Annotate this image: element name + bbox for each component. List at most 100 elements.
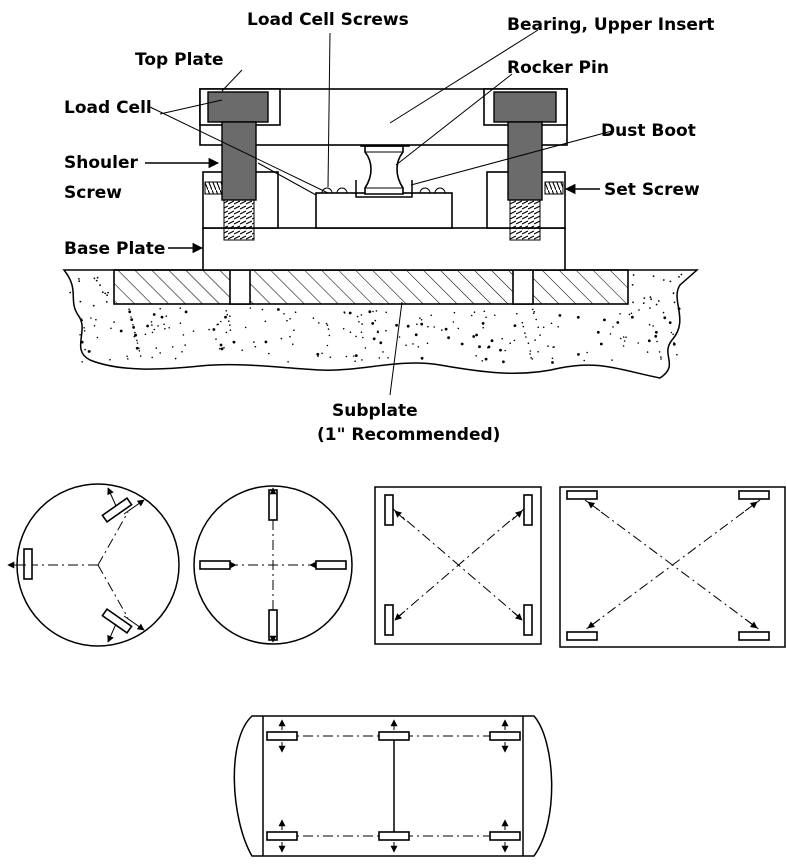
speckle-dot <box>372 310 374 313</box>
speckle-dot <box>325 322 328 325</box>
speckle-dot <box>648 323 651 326</box>
speckle-dot <box>283 313 285 315</box>
speckle-dot <box>430 314 433 317</box>
speckle-dot <box>481 360 484 362</box>
speckle-dot <box>490 339 494 343</box>
speckle-dot <box>420 319 423 321</box>
speckle-dot <box>632 274 635 276</box>
speckle-dot <box>184 310 188 314</box>
speckle-dot <box>90 317 92 319</box>
speckle-dot <box>668 321 672 324</box>
speckle-dot <box>184 344 186 346</box>
speckle-dot <box>286 319 288 322</box>
speckle-dot <box>405 344 407 347</box>
speckle-dot <box>453 311 456 314</box>
layout-circle-four-mounts <box>193 485 353 645</box>
speckle-dot <box>680 273 683 276</box>
speckle-dot <box>229 315 231 318</box>
speckle-dot <box>672 333 674 336</box>
speckle-dot <box>261 308 264 311</box>
shoulder-screw-left <box>207 91 269 241</box>
speckle-dot <box>165 315 168 317</box>
speckle-dot <box>146 324 150 328</box>
speckle-dot <box>525 336 527 338</box>
rocker-pin <box>364 145 404 195</box>
speckle-dot <box>631 315 634 319</box>
speckle-dot <box>144 333 147 336</box>
speckle-dot <box>92 304 95 307</box>
speckle-dot <box>534 339 536 341</box>
speckle-dot <box>84 348 86 351</box>
speckle-dot <box>670 331 673 334</box>
speckle-dot <box>499 348 502 352</box>
label-bearing-upper-insert: Bearing, Upper Insert <box>507 15 714 35</box>
speckle-dot <box>521 321 524 324</box>
mount-pad <box>23 548 33 580</box>
speckle-dot <box>136 342 139 344</box>
label-set-screw: Set Screw <box>604 180 700 200</box>
speckle-dot <box>652 275 655 277</box>
speckle-dot <box>420 356 424 360</box>
speckle-dot <box>130 316 132 318</box>
speckle-dot <box>80 340 84 344</box>
speckle-dot <box>96 276 99 279</box>
speckle-dot <box>630 312 633 315</box>
speckle-dot <box>577 317 579 319</box>
speckle-dot <box>78 280 81 283</box>
speckle-dot <box>460 342 464 346</box>
speckle-dot <box>132 326 136 329</box>
speckle-dot <box>96 336 99 339</box>
speckle-dot <box>677 307 681 311</box>
speckle-dot <box>619 313 621 315</box>
speckle-dot <box>99 284 101 286</box>
dust-boot <box>355 180 413 198</box>
speckle-dot <box>174 357 177 360</box>
speckle-dot <box>105 301 108 303</box>
speckle-dot <box>616 321 620 324</box>
speckle-dot <box>395 323 398 327</box>
speckle-dot <box>483 310 486 313</box>
speckle-dot <box>168 327 170 329</box>
speckle-dot <box>80 318 83 321</box>
speckle-dot <box>375 310 378 312</box>
speckle-dot <box>95 318 97 321</box>
speckle-dot <box>83 330 86 332</box>
speckle-dot <box>289 335 291 338</box>
speckle-dot <box>153 328 156 331</box>
speckle-dot <box>658 351 661 353</box>
speckle-dot <box>136 339 138 342</box>
speckle-dot <box>132 324 134 326</box>
speckle-dot <box>318 322 320 324</box>
speckle-dot <box>660 358 662 360</box>
speckle-dot <box>229 324 231 326</box>
speckle-dot <box>317 355 319 357</box>
speckle-dot <box>368 310 372 314</box>
speckle-dot <box>355 335 357 338</box>
speckle-dot <box>212 328 216 331</box>
speckle-dot <box>159 307 161 310</box>
speckle-dot <box>531 358 534 360</box>
concrete-foundation <box>62 269 699 379</box>
speckle-dot <box>356 315 359 318</box>
speckle-dot <box>358 321 360 323</box>
speckle-dot <box>475 333 478 337</box>
speckle-dot <box>163 323 165 326</box>
speckle-dot <box>93 325 96 327</box>
speckle-dot <box>287 361 289 363</box>
speckle-dot <box>226 313 228 316</box>
speckle-dot <box>225 331 228 334</box>
speckle-dot <box>457 327 460 330</box>
speckle-dot <box>433 326 436 328</box>
speckle-dot <box>649 296 652 298</box>
speckle-dot <box>138 347 140 350</box>
speckle-dot <box>219 343 223 347</box>
speckle-dot <box>293 329 295 332</box>
speckle-dot <box>535 318 537 321</box>
speckle-dot <box>104 292 107 295</box>
speckle-dot <box>128 310 132 314</box>
speckle-dot <box>289 318 291 320</box>
speckle-dot <box>134 333 138 337</box>
speckle-dot <box>361 359 363 361</box>
speckle-dot <box>609 333 612 335</box>
speckle-dot <box>472 335 476 338</box>
